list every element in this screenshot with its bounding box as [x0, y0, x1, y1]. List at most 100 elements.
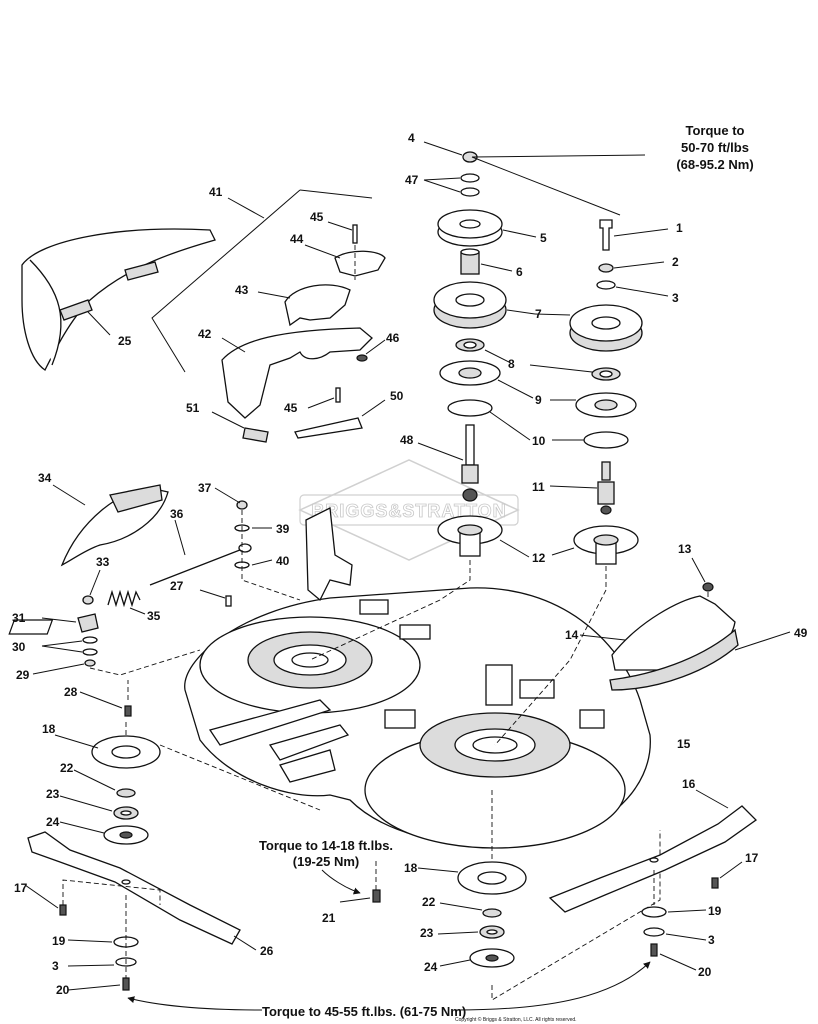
- callout-14: 14: [565, 628, 579, 642]
- pulley-5: [437, 209, 503, 247]
- callout-22-center: 22: [422, 895, 436, 909]
- callout-19-right: 19: [708, 904, 722, 918]
- bolt-1: [599, 219, 613, 251]
- torque-note-spindle-line3: (68-95.2 Nm): [676, 157, 753, 172]
- belt-cover-25: [21, 228, 216, 371]
- callout-40: 40: [276, 554, 290, 568]
- callout-24-center: 24: [424, 960, 438, 974]
- torque-note-blade: Torque to 45-55 ft.lbs. (61-75 Nm): [262, 1004, 466, 1019]
- callout-31: 31: [12, 611, 26, 625]
- callout-42: 42: [198, 327, 212, 341]
- washer-22-left: [116, 788, 136, 798]
- clip-51: [242, 427, 269, 443]
- plate-9-left: [439, 360, 501, 386]
- callout-39: 39: [276, 522, 290, 536]
- shield-49: [609, 628, 739, 691]
- callout-29: 29: [16, 668, 30, 682]
- plate-50: [294, 417, 363, 439]
- callout-10: 10: [532, 434, 546, 448]
- belt-guard-42: [221, 327, 373, 419]
- callout-34: 34: [38, 471, 52, 485]
- callout-41: 41: [209, 185, 223, 199]
- callout-18-center: 18: [404, 861, 418, 875]
- bolt-28: [124, 705, 132, 717]
- callout-25: 25: [118, 334, 132, 348]
- bolt-27: [225, 595, 232, 607]
- copyright-notice: Copyright © Briggs & Stratton, LLC. All …: [455, 1016, 577, 1023]
- callout-17-left: 17: [14, 881, 28, 895]
- callout-1: 1: [676, 221, 683, 235]
- callout-35: 35: [147, 609, 161, 623]
- pin-45-bottom: [335, 387, 341, 403]
- deflector-34: [60, 484, 169, 567]
- callout-16: 16: [682, 777, 696, 791]
- callout-26: 26: [260, 944, 274, 958]
- bolt-17-left: [59, 904, 67, 916]
- adapter-24-left: [103, 825, 149, 845]
- washers-47: [460, 173, 480, 197]
- callout-43: 43: [235, 283, 249, 297]
- bolt-33: [82, 595, 94, 605]
- callout-3-right: 3: [708, 933, 715, 947]
- callout-labels: 1 2 3 4 5 6 7 8 9 10 11 12 13 14 15 16 1…: [12, 131, 808, 997]
- callout-12: 12: [532, 551, 546, 565]
- callout-28: 28: [64, 685, 78, 699]
- blade-26: [27, 831, 241, 945]
- shaft-48: [461, 424, 479, 502]
- callout-11: 11: [532, 480, 545, 494]
- callout-5: 5: [540, 231, 547, 245]
- adapter-24-center: [469, 948, 515, 968]
- callout-8: 8: [508, 357, 515, 371]
- washer-3-right-bottom: [643, 927, 665, 937]
- watermark-logo: BRIGGS&STRATTON: [298, 459, 520, 561]
- callout-50: 50: [390, 389, 404, 403]
- callout-2: 2: [672, 255, 679, 269]
- callout-24-left: 24: [46, 815, 60, 829]
- plate-9-right: [575, 392, 637, 418]
- bolt-21: [372, 889, 381, 903]
- callout-30: 30: [12, 640, 26, 654]
- washers-30: [82, 636, 98, 656]
- bolt-17-right: [711, 877, 719, 889]
- shield-10-right: [583, 431, 629, 449]
- callout-27: 27: [170, 579, 184, 593]
- callout-17-right: 17: [745, 851, 759, 865]
- callout-49: 49: [794, 626, 808, 640]
- callout-7: 7: [535, 307, 542, 321]
- callout-45-top: 45: [310, 210, 324, 224]
- callout-3-left: 3: [52, 959, 59, 973]
- plate-44: [334, 250, 386, 277]
- spacer-6: [460, 248, 480, 275]
- housing-12-left: [437, 515, 503, 557]
- pulley-7-right: [569, 304, 643, 352]
- spring-35: [107, 589, 141, 608]
- callout-37: 37: [198, 481, 212, 495]
- bearing-8-right: [591, 367, 621, 381]
- callout-46: 46: [386, 331, 400, 345]
- mount-18-center: [457, 861, 527, 895]
- watermark-text: BRIGGS&STRATTON: [311, 501, 506, 521]
- callout-23-center: 23: [420, 926, 434, 940]
- callout-15: 15: [677, 737, 691, 751]
- bracket-43: [284, 284, 351, 327]
- callout-4: 4: [408, 131, 415, 145]
- screw-13: [702, 582, 714, 592]
- nut-46: [356, 354, 368, 362]
- washer-3-right-top: [596, 280, 616, 290]
- callout-45-bottom: 45: [284, 401, 298, 415]
- callout-20-right: 20: [698, 965, 712, 979]
- torque-note-spindle-line2: 50-70 ft/lbs: [681, 140, 749, 155]
- callout-18-left: 18: [42, 722, 56, 736]
- pin-45-top: [352, 224, 358, 244]
- callout-9: 9: [535, 393, 542, 407]
- callout-13: 13: [678, 542, 692, 556]
- bearing-8-left: [455, 338, 485, 352]
- bolt-20-right: [650, 943, 658, 957]
- torque-note-bolt-line2: (19-25 Nm): [293, 854, 359, 869]
- callout-48: 48: [400, 433, 414, 447]
- callout-6: 6: [516, 265, 523, 279]
- torque-note-spindle-line1: Torque to: [686, 123, 745, 138]
- mower-deck-housing: [8, 587, 651, 849]
